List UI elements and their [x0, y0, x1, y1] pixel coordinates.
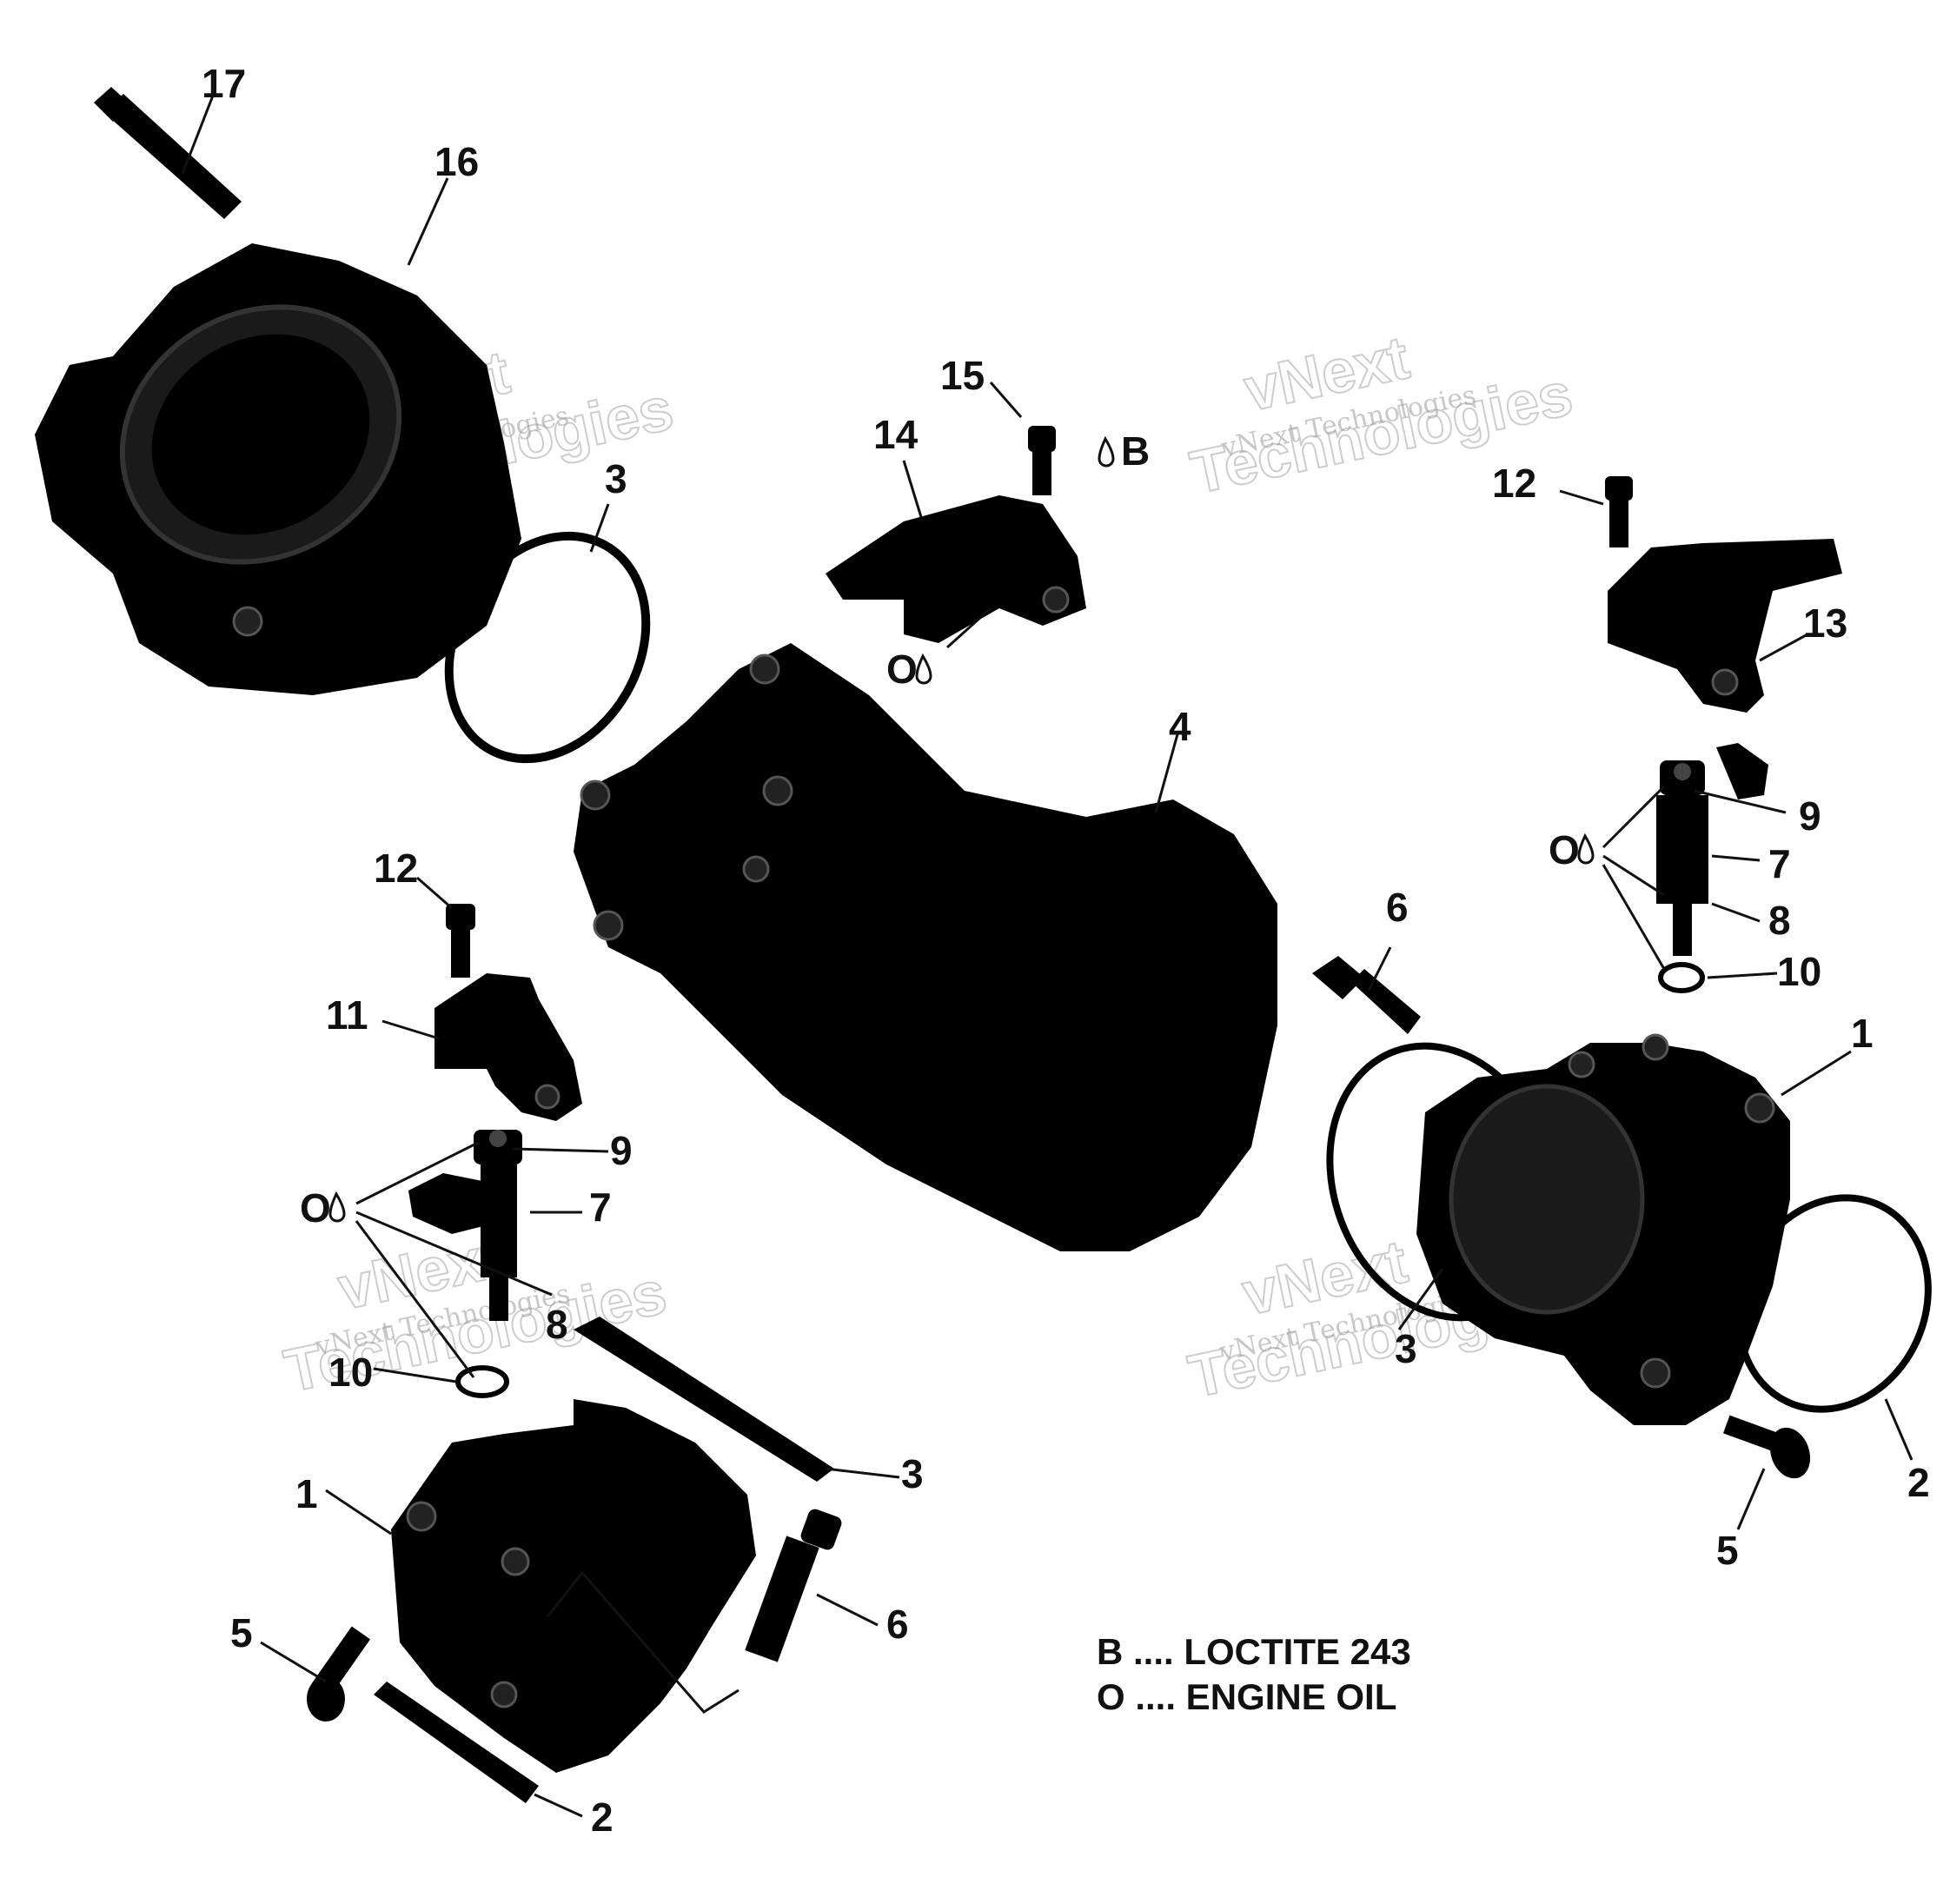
- callout-3: 3: [605, 456, 627, 501]
- callout-6: 6: [1386, 885, 1409, 930]
- part-1-throttle-right: [1416, 1033, 1790, 1425]
- legend-loctite: B .... LOCTITE 243: [1097, 1631, 1411, 1672]
- part-4-intake-manifold: [574, 643, 1277, 1251]
- callout-12: 12: [374, 846, 418, 891]
- part-16-intake-housing: [35, 243, 521, 695]
- callout-8: 8: [1768, 898, 1791, 943]
- part-2-gasket-left: [374, 1682, 539, 1803]
- leader-lines: [181, 95, 1914, 1818]
- callout-6: 6: [886, 1602, 909, 1647]
- part-10-oring-left: [455, 1365, 509, 1398]
- callout-7: 7: [1768, 841, 1791, 886]
- callout-1: 1: [1851, 1011, 1874, 1056]
- callout-9: 9: [1799, 793, 1821, 839]
- callout-14: 14: [873, 412, 919, 457]
- callout-7: 7: [589, 1184, 612, 1230]
- callout-3: 3: [901, 1451, 924, 1496]
- part-3-gasket-left: [574, 1317, 834, 1482]
- part-injector-right: [1656, 743, 1768, 956]
- legend: B .... LOCTITE 243 O .... ENGINE OIL: [1097, 1631, 1411, 1717]
- callout-10: 10: [328, 1350, 373, 1395]
- callout-4: 4: [1169, 704, 1191, 749]
- part-17-bolt: [94, 87, 242, 219]
- part-10-oring-right: [1658, 962, 1705, 993]
- callout-1: 1: [295, 1471, 318, 1516]
- callout-13: 13: [1803, 600, 1847, 646]
- callout-9: 9: [610, 1128, 633, 1173]
- callout-15: 15: [940, 353, 985, 398]
- part-14-sensor: [826, 495, 1086, 643]
- part-2-oring-right: [1735, 1194, 1932, 1413]
- drop-icon: [1098, 435, 1115, 468]
- callout-12: 12: [1492, 461, 1536, 506]
- oil-symbol-14: O: [886, 647, 932, 692]
- callout-2: 2: [591, 1795, 614, 1840]
- part-11-sensor-left: [434, 973, 582, 1121]
- part-3-oring-top: [444, 531, 651, 764]
- part-6-bolt-right: [1312, 956, 1421, 1034]
- oil-symbol-right-injector: O: [1549, 827, 1595, 872]
- loctite-symbol-15: B: [1098, 428, 1150, 474]
- legend-engine-oil: O .... ENGINE OIL: [1097, 1676, 1396, 1717]
- drop-icon: [328, 1191, 346, 1223]
- loctite-letter: B: [1121, 428, 1150, 474]
- callout-5: 5: [230, 1610, 253, 1655]
- callout-10: 10: [1777, 949, 1821, 994]
- part-13-sensor-right: [1608, 539, 1842, 713]
- callout-11: 11: [326, 992, 368, 1038]
- callout-5: 5: [1716, 1528, 1739, 1573]
- drop-icon: [1577, 833, 1595, 865]
- oil-symbol-left-injector: O: [300, 1185, 346, 1231]
- part-15-bolt: [1028, 426, 1056, 495]
- oil-letter: O: [886, 647, 918, 692]
- callout-2: 2: [1907, 1460, 1930, 1505]
- part-5-screw-right: [1723, 1415, 1811, 1479]
- callout-16: 16: [434, 139, 479, 184]
- oil-letter: O: [300, 1185, 331, 1231]
- part-6-bolt-left: [745, 1509, 842, 1662]
- part-injector-left: [408, 1130, 522, 1321]
- drop-icon: [915, 653, 932, 685]
- part-5-screw-left: [307, 1626, 371, 1722]
- callout-8: 8: [546, 1302, 568, 1347]
- callout-labels: 17 16 3 15 14 12 13 4 9 7 8 10 6 1 3 2 5…: [202, 61, 1930, 1840]
- oil-letter: O: [1549, 827, 1580, 872]
- callout-17: 17: [202, 61, 246, 106]
- part-1-throttle-left: [391, 1399, 756, 1773]
- part-12-bolt-left: [446, 904, 475, 978]
- part-12-bolt-right: [1605, 476, 1633, 547]
- callout-3: 3: [1395, 1326, 1417, 1371]
